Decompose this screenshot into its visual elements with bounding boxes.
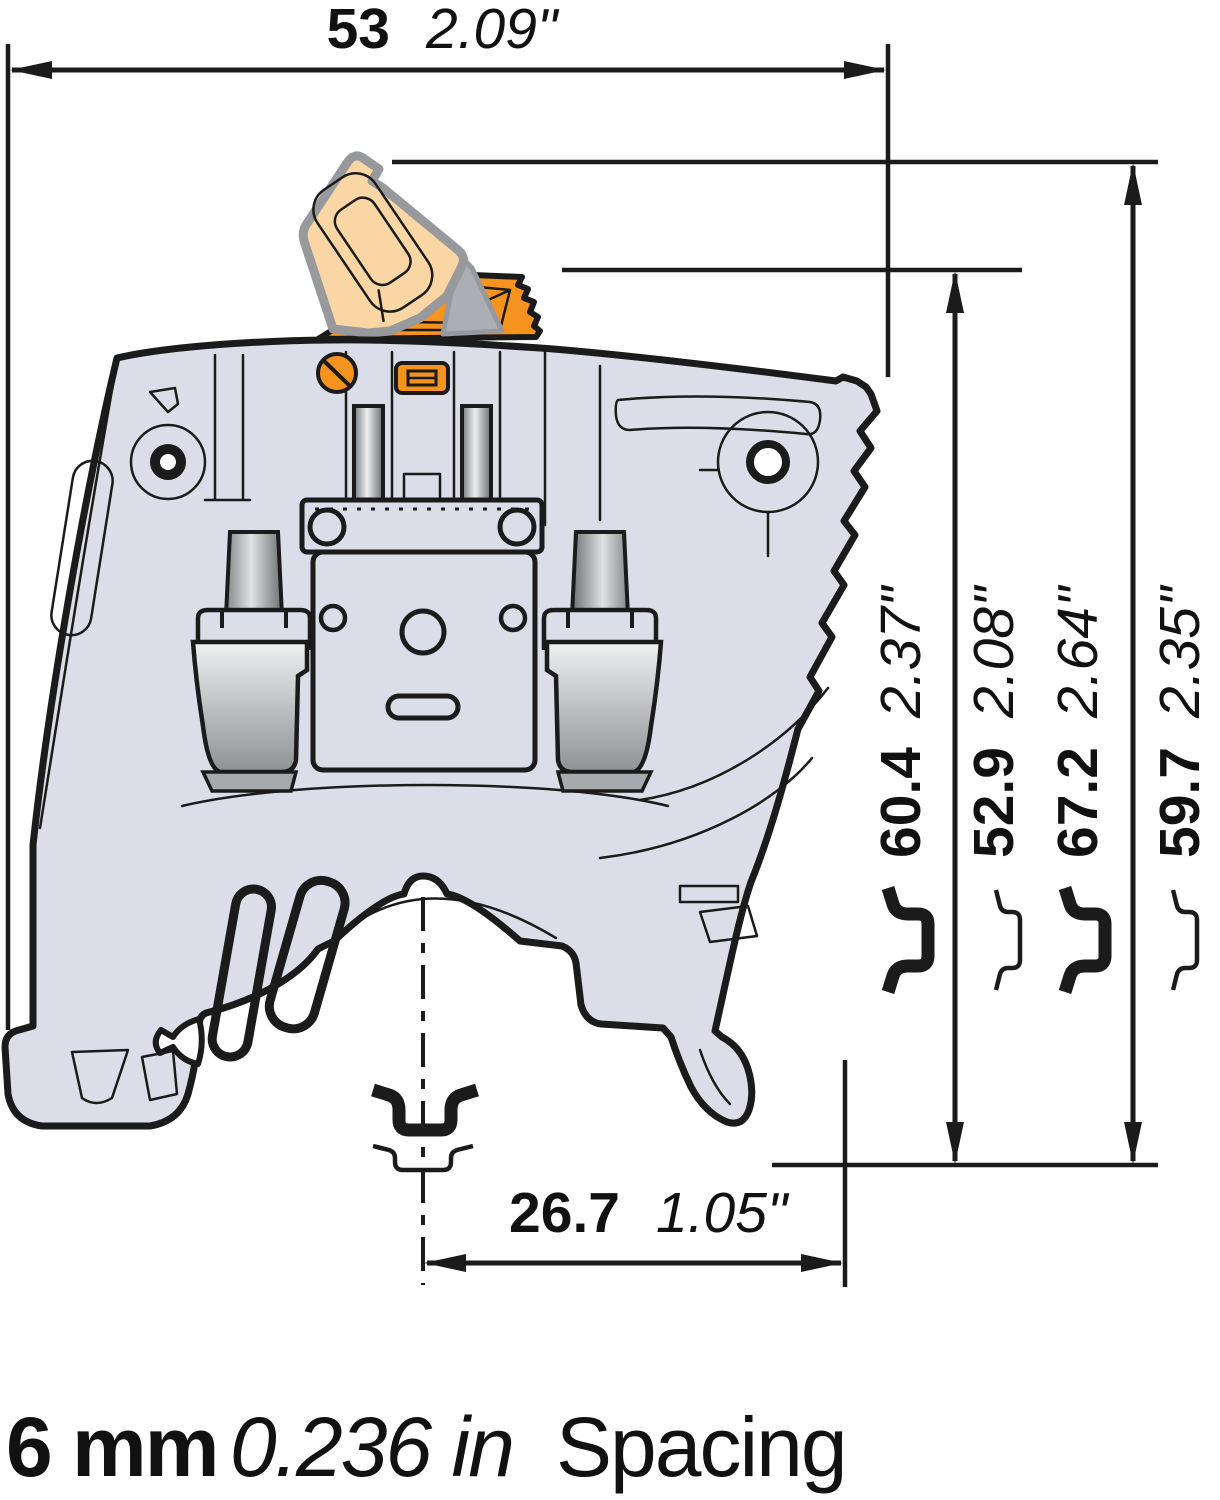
grip-inner-ring bbox=[333, 196, 412, 287]
left-edge-inner-line bbox=[38, 366, 118, 830]
arrowhead-left-icon bbox=[424, 1254, 466, 1272]
collar-ticks bbox=[220, 610, 288, 628]
clip-flex-slot-1 bbox=[207, 884, 276, 1062]
caption-suffix: Spacing bbox=[556, 1400, 846, 1494]
label-52-9: 52.9 2.08" bbox=[962, 584, 1026, 858]
plate-slot bbox=[385, 693, 461, 721]
contact-pin-right bbox=[460, 404, 493, 508]
dimension-offset-267: 26.7 1.05" bbox=[424, 1060, 848, 1287]
clamp-bar bbox=[223, 530, 285, 618]
clamp-base bbox=[200, 770, 299, 793]
dim-53-inch: 2.09" bbox=[425, 0, 560, 61]
right-foot-inner-line bbox=[698, 1048, 732, 1106]
top-left-notch bbox=[148, 386, 180, 414]
din-rail-15mm-profile-icon bbox=[1065, 888, 1105, 992]
label-60-4: 60.4 2.37" bbox=[869, 584, 933, 858]
dim-267-inch: 1.05" bbox=[656, 1181, 790, 1245]
caption-metric: 6 mm bbox=[6, 1400, 217, 1494]
dim-597-mm: 59.7 bbox=[1148, 747, 1212, 858]
center-panel-lines bbox=[543, 350, 602, 527]
pin-channel-walls bbox=[344, 350, 502, 514]
mounting-hole-right bbox=[746, 440, 790, 484]
marking-screw bbox=[316, 352, 358, 394]
mounting-hole-left bbox=[150, 444, 186, 480]
right-area-curves bbox=[598, 468, 830, 860]
beige-lever-grip bbox=[312, 172, 434, 323]
din-rail-7_5mm-profile-icon bbox=[1173, 890, 1197, 990]
arrowhead-down-icon bbox=[1124, 1122, 1142, 1164]
caption-imperial: 0.236 in bbox=[230, 1400, 513, 1494]
clamping-yoke bbox=[299, 497, 545, 773]
contact-pin-left bbox=[352, 404, 385, 508]
body-molding-details bbox=[38, 350, 830, 1106]
yoke-hole-left bbox=[307, 507, 347, 547]
dim-529-mm: 52.9 bbox=[962, 747, 1026, 858]
plate-hole-small-left bbox=[318, 603, 348, 633]
left-hole-boss bbox=[129, 423, 207, 501]
left-slot bbox=[50, 459, 114, 637]
yoke-plate bbox=[310, 549, 538, 773]
dim-604-inch: 2.37" bbox=[869, 584, 933, 719]
dim-597-inch: 2.35" bbox=[1148, 584, 1212, 719]
dim-604-mm: 60.4 bbox=[869, 747, 933, 858]
plate-hole-small-right bbox=[498, 603, 528, 633]
dim-672-inch: 2.64" bbox=[1046, 584, 1110, 719]
label-59-7: 59.7 2.35" bbox=[1148, 584, 1212, 858]
right-lower-details bbox=[678, 884, 759, 944]
dim-672-mm: 67.2 bbox=[1046, 747, 1110, 858]
screw-slot bbox=[322, 359, 352, 388]
grip-line bbox=[377, 289, 385, 323]
grip-outer-ring bbox=[312, 172, 434, 313]
dim-529-inch: 2.08" bbox=[962, 584, 1026, 719]
arrowhead-up-icon bbox=[946, 271, 964, 313]
arrowhead-right-icon bbox=[844, 61, 886, 79]
arrowhead-up-icon bbox=[1124, 163, 1142, 205]
open-test-lever-beige bbox=[298, 151, 468, 338]
foot-inner-slots bbox=[70, 1048, 179, 1105]
label-67-2: 67.2 2.64" bbox=[1046, 584, 1110, 858]
dim-53-mm: 53 bbox=[327, 0, 390, 61]
caption: 6 mm 0.236 in Spacing bbox=[6, 1400, 848, 1494]
din-rail-7_5mm-profile-icon bbox=[996, 890, 1020, 990]
marker-tag bbox=[394, 361, 450, 395]
plate-hole-center bbox=[399, 608, 447, 656]
dimension-heights-right: 60.4 2.37" 52.9 2.08" 67.2 2.64" 59.7 2.… bbox=[392, 159, 1212, 1168]
dim-267-mm: 26.7 bbox=[509, 1181, 620, 1245]
clamp-wedge bbox=[190, 639, 310, 775]
dimension-width-53: 53 2.09" bbox=[5, 0, 891, 1030]
din-rail-15mm-profile-icon bbox=[888, 888, 928, 992]
lower-band-line bbox=[180, 783, 670, 808]
spring-clamp-left bbox=[190, 530, 313, 793]
arrowhead-down-icon bbox=[946, 1122, 964, 1164]
arrowhead-left-icon bbox=[10, 61, 52, 79]
left-panel-lines bbox=[203, 353, 252, 502]
clip-flex-slot-2 bbox=[264, 875, 350, 1034]
yoke-hole-right bbox=[497, 507, 537, 547]
arch-inner-line bbox=[336, 897, 558, 940]
arrowhead-right-icon bbox=[801, 1254, 843, 1272]
beige-lever-shape bbox=[298, 151, 468, 338]
top-right-slot bbox=[614, 395, 822, 436]
